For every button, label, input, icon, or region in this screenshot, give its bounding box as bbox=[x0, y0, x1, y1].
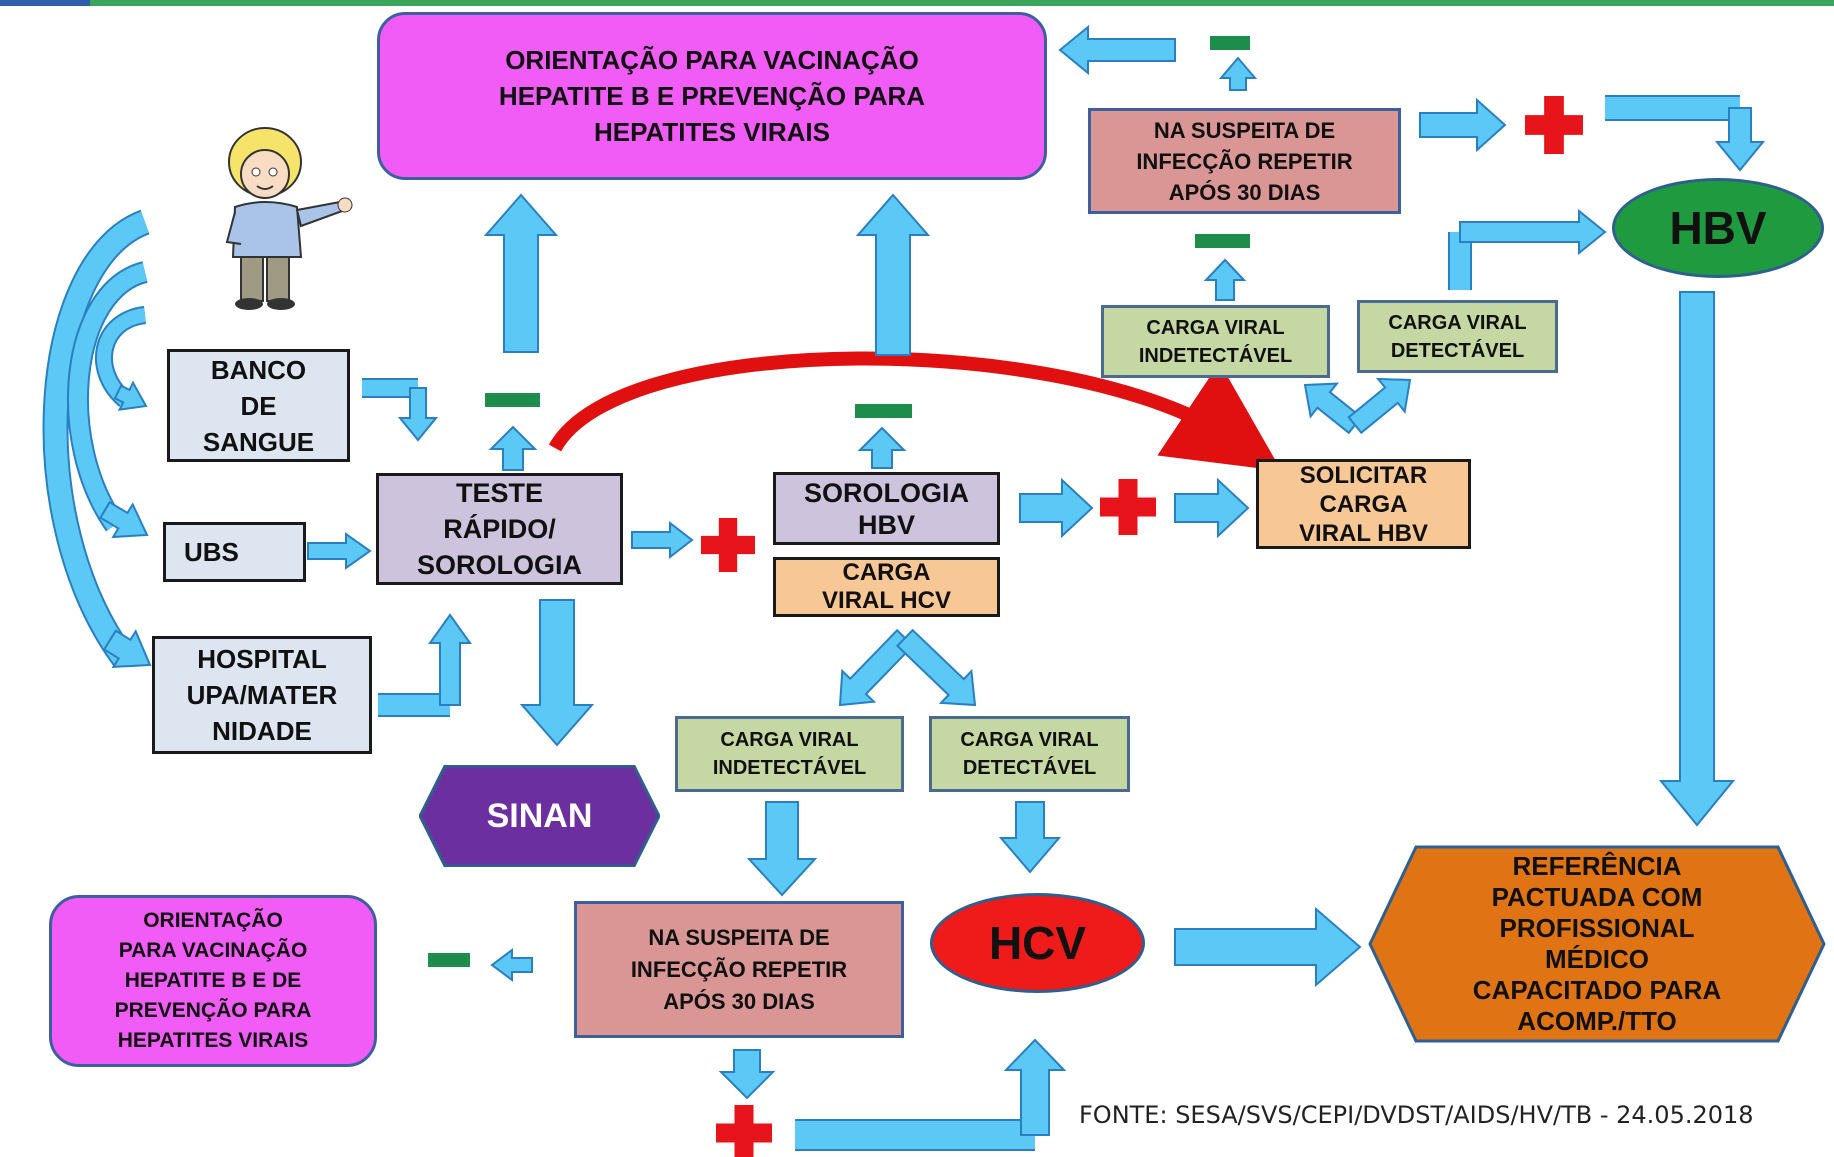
hospital-node: HOSPITAL UPA/MATER NIDADE bbox=[152, 636, 372, 754]
arrow-icon bbox=[68, 263, 148, 531]
viral-load-undetectable-hbv: CARGA VIRAL INDETECTÁVEL bbox=[1101, 305, 1330, 378]
request-hbv-viral-load-node: SOLICITAR CARGA VIRAL HBV bbox=[1256, 459, 1471, 549]
sinan-shape bbox=[419, 765, 660, 867]
viral-load-undetectable-hcv: CARGA VIRAL INDETECTÁVEL bbox=[675, 716, 904, 792]
referral-node: REFERÊNCIA PACTUADA COM PROFISSIONAL MÉD… bbox=[1472, 851, 1722, 1036]
arrow-icon bbox=[1347, 377, 1412, 435]
minus-sign bbox=[485, 393, 540, 407]
arrow-icon bbox=[1019, 477, 1094, 539]
arrow-icon bbox=[490, 948, 533, 982]
minus-sign bbox=[1210, 36, 1250, 50]
viral-load-detectable-hbv: CARGA VIRAL DETECTÁVEL bbox=[1357, 300, 1558, 373]
arrow-icon bbox=[1203, 258, 1247, 301]
retest-after-30-days-bottom: NA SUSPEITA DE INFECÇÃO REPETIR APÓS 30 … bbox=[574, 901, 904, 1038]
arrow-icon bbox=[718, 1049, 776, 1100]
hcv-viral-load-node: CARGA VIRAL HCV bbox=[773, 557, 1000, 617]
arrow-icon bbox=[631, 520, 694, 560]
arrow-icon bbox=[1174, 477, 1250, 539]
plus-icon bbox=[716, 1105, 772, 1157]
referral-shape bbox=[1368, 845, 1826, 1043]
hbv-node: HBV bbox=[1612, 178, 1824, 278]
arrow-icon bbox=[746, 801, 818, 897]
vaccination-guidance-bottom: ORIENTAÇÃO PARA VACINAÇÃO HEPATITE B E D… bbox=[49, 895, 377, 1067]
header-stripe-left bbox=[0, 0, 90, 6]
blood-bank-node: BANCO DE SANGUE bbox=[167, 349, 350, 462]
arrow-icon bbox=[1658, 291, 1736, 827]
ubs-node: UBS bbox=[163, 522, 306, 582]
arrow-icon bbox=[1303, 382, 1363, 435]
retest-after-30-days-top: NA SUSPEITA DE INFECÇÃO REPETIR APÓS 30 … bbox=[1088, 108, 1401, 214]
arrow-icon bbox=[1003, 1038, 1067, 1136]
arrow-icon bbox=[998, 801, 1062, 874]
minus-sign bbox=[1195, 234, 1250, 248]
plus-icon bbox=[701, 518, 755, 572]
viral-load-detectable-hcv: CARGA VIRAL DETECTÁVEL bbox=[929, 716, 1130, 792]
arrow-icon bbox=[96, 308, 147, 406]
sinan-node: SINAN bbox=[486, 796, 593, 835]
source-footer: FONTE: SESA/SVS/CEPI/DVDST/AIDS/HV/TB - … bbox=[1079, 1101, 1754, 1129]
arrow-icon bbox=[397, 387, 439, 442]
arrow-icon bbox=[855, 193, 931, 356]
arrow-icon bbox=[1419, 97, 1507, 153]
arrow-icon bbox=[307, 532, 372, 570]
arrow-icon bbox=[519, 599, 595, 747]
arrow-icon bbox=[102, 629, 152, 668]
red-curved-arrow-icon bbox=[548, 351, 1282, 472]
person-illustration bbox=[225, 127, 353, 310]
minus-sign bbox=[855, 404, 912, 418]
arrow-icon bbox=[44, 211, 150, 667]
vaccination-guidance-top: ORIENTAÇÃO PARA VACINAÇÃO HEPATITE B E P… bbox=[377, 12, 1047, 180]
arrow-icon bbox=[1714, 107, 1766, 172]
plus-icon bbox=[1100, 479, 1156, 535]
plus-icon bbox=[1525, 96, 1583, 154]
arrow-icon bbox=[113, 380, 148, 411]
arrow-icon bbox=[428, 613, 472, 706]
arrow-icon bbox=[483, 193, 559, 353]
arrow-icon bbox=[1218, 56, 1258, 91]
hcv-node: HCV bbox=[930, 893, 1145, 993]
header-stripe bbox=[90, 0, 1834, 6]
rapid-test-node: TESTE RÁPIDO/ SOROLOGIA bbox=[376, 473, 623, 585]
arrow-icon bbox=[1459, 208, 1607, 256]
arrow-icon bbox=[857, 426, 907, 469]
arrow-icon bbox=[1058, 24, 1176, 76]
hbv-serology-node: SOROLOGIA HBV bbox=[773, 472, 1000, 545]
arrow-icon bbox=[1174, 906, 1362, 988]
arrow-icon bbox=[99, 500, 149, 539]
minus-sign bbox=[428, 953, 470, 967]
arrow-icon bbox=[488, 425, 538, 471]
arrow-icon bbox=[895, 628, 977, 707]
